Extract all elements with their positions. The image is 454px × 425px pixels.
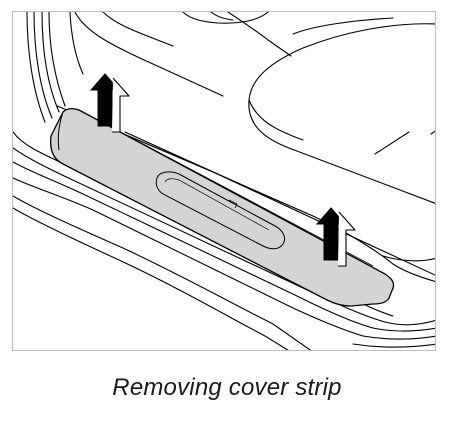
figure-caption: Removing cover strip (112, 374, 342, 401)
up-arrow-icon (315, 207, 356, 267)
cover-strip-logo-recess (155, 171, 286, 250)
cover-strip-removal-illustration (13, 12, 435, 350)
seat-cushion (248, 17, 435, 204)
cover-strip (49, 108, 395, 307)
seat-base-lines (74, 12, 292, 97)
door-pillar-lines (26, 12, 84, 123)
up-arrow-icon (89, 73, 130, 133)
body-lines (13, 195, 312, 350)
illustration-frame (12, 11, 436, 351)
